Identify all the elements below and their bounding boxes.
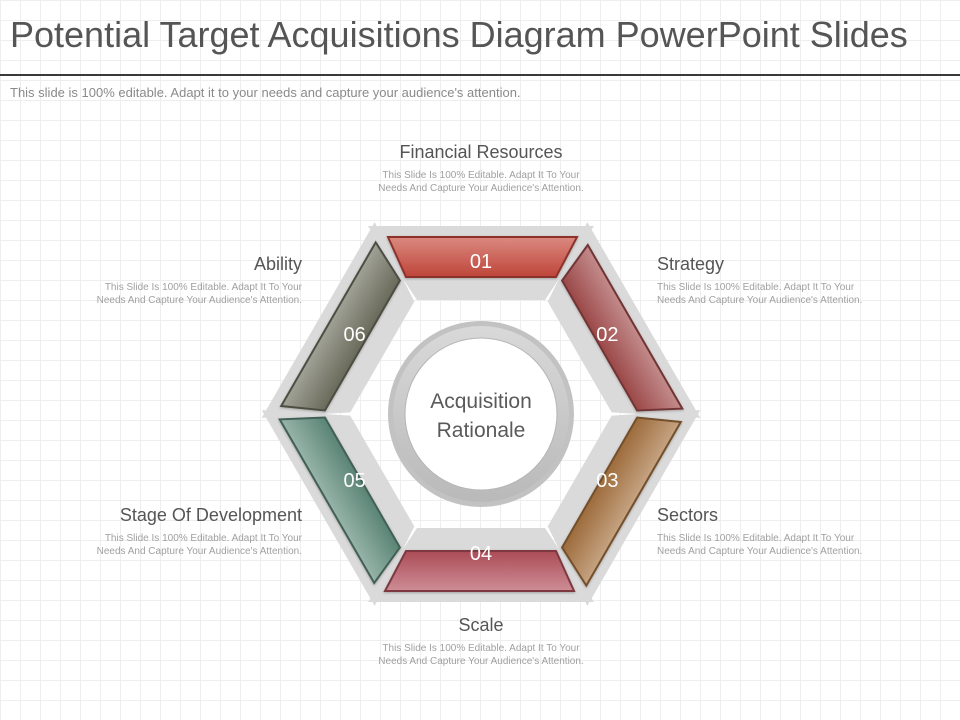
label-strategy: Strategy This Slide Is 100% Editable. Ad… [657, 254, 957, 307]
segment-description: This Slide Is 100% Editable. Adapt It To… [96, 533, 302, 557]
segment-01 [386, 236, 579, 278]
segment-heading: Scale [458, 615, 504, 635]
segment-02-number: 02 [596, 324, 618, 346]
slide-subtitle: This slide is 100% editable. Adapt it to… [10, 85, 521, 100]
segment-05-number: 05 [343, 470, 365, 492]
segment-03 [560, 416, 683, 588]
label-financial-resources: Financial Resources This Slide Is 100% E… [331, 142, 631, 195]
title-divider [0, 74, 960, 76]
center-label-line1: Acquisition [430, 390, 532, 413]
segment-heading: Sectors [657, 505, 719, 525]
segment-description: This Slide Is 100% Editable. Adapt It To… [657, 533, 863, 557]
center-disc [404, 337, 558, 491]
segment-description: This Slide Is 100% Editable. Adapt It To… [378, 170, 584, 194]
segment-01-number: 01 [470, 251, 492, 273]
segment-06 [279, 240, 402, 412]
segment-heading: Ability [253, 254, 302, 274]
label-ability: Ability This Slide Is 100% Editable. Ada… [2, 254, 302, 307]
segment-description: This Slide Is 100% Editable. Adapt It To… [657, 282, 863, 306]
center-label-line2: Rationale [437, 419, 526, 442]
segment-description: This Slide Is 100% Editable. Adapt It To… [378, 643, 584, 667]
segment-description: This Slide Is 100% Editable. Adapt It To… [96, 282, 302, 306]
segment-06-number: 06 [343, 324, 365, 346]
label-sectors: Sectors This Slide Is 100% Editable. Ada… [657, 505, 957, 558]
label-stage-of-development: Stage Of Development This Slide Is 100% … [2, 505, 302, 558]
segment-heading: Stage Of Development [119, 505, 302, 525]
label-scale: Scale This Slide Is 100% Editable. Adapt… [331, 615, 631, 668]
segment-02 [560, 243, 684, 412]
segment-heading: Strategy [657, 254, 725, 274]
segment-heading: Financial Resources [399, 142, 563, 162]
segment-04 [383, 550, 576, 592]
segment-03-number: 03 [596, 470, 618, 492]
slide-title: Potential Target Acquisitions Diagram Po… [10, 14, 908, 55]
segment-05 [278, 416, 402, 585]
segment-04-number: 04 [470, 543, 492, 565]
